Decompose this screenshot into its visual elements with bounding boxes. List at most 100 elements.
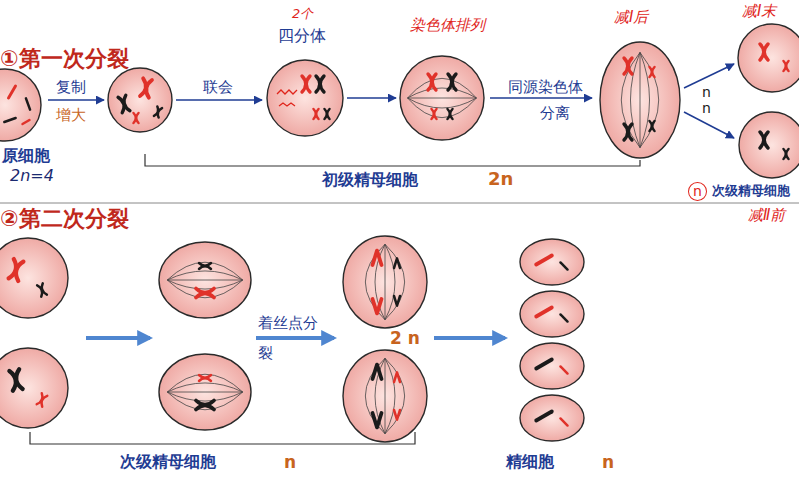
arrow-label: 着丝点分裂 [258,308,322,368]
spindle-fiber [385,358,386,433]
chromatid [196,293,214,297]
chromosome [560,366,567,373]
chromosome [196,401,214,410]
chromosome [536,308,552,317]
chromatid [40,395,48,407]
spindle-fiber [167,392,242,401]
arrow-label: 增大 [56,106,86,124]
chromatid [452,74,456,90]
cell [400,56,484,140]
ploidy-label: n [702,84,711,101]
chromosome [316,76,324,92]
chromosome [760,44,768,60]
spindle-fiber [385,244,386,319]
chromosome [9,369,22,390]
chromosome [624,124,632,140]
arrow [256,336,334,340]
spindle-fiber [167,392,242,410]
section-divider [0,203,799,204]
spindle-fiber [385,244,395,319]
chromatid [536,308,552,317]
chromatid [628,124,632,140]
arrow-label: 复制 [56,78,86,96]
cell [267,60,343,136]
handwritten-mark [279,103,295,106]
chromosome [536,412,552,421]
spindle-fiber [385,244,405,319]
chromatid [4,118,15,122]
chromosome [448,109,453,119]
ploidy-label: n [284,452,296,472]
chromatid [450,109,452,119]
spindle-fiber [621,52,640,147]
section-heading: ①第一次分裂 [0,46,129,72]
chromatid [373,251,382,265]
chromosome [9,86,16,98]
cell-label: 原细胞 [2,146,50,165]
chromatid [536,412,552,421]
chromosome [140,78,152,97]
chromosome [373,413,382,427]
spindle-fiber [640,52,659,147]
chromosome [302,76,310,92]
arrow-label: 同源染色体 [508,78,583,96]
stage-label: 四分体 [278,26,326,45]
chromatid [786,149,788,159]
chromatid [320,76,324,92]
chromosome [784,61,789,71]
chromosome [394,258,400,268]
chromosome [373,251,382,265]
chromatid [306,76,310,92]
cell [520,343,584,389]
chromatid [394,410,400,420]
bracket [30,432,415,444]
arrow [86,336,150,340]
section-heading: ②第二次分裂 [0,206,129,232]
arrow [434,336,505,340]
chromosome [394,372,400,382]
cell [600,42,680,158]
chromatid [23,120,30,124]
chromatid [15,369,23,390]
handwritten-note: 减Ⅰ末 [742,2,776,20]
ploidy-label: 2 n [390,328,420,348]
chromatid [26,98,30,109]
chromatid [199,378,211,381]
chromosome [650,67,655,77]
chromosome [536,256,552,265]
spindle-fiber [408,78,477,98]
chromatid [199,266,211,269]
chromatid [394,372,400,382]
handwritten-note: 2个 [292,6,313,22]
chromatid [394,258,400,268]
chromatid [145,79,152,97]
chromatid [628,58,632,74]
chromatid [373,413,382,427]
handwritten-mark [277,90,297,94]
spindle-fiber [408,98,477,99]
chromosome [624,58,632,74]
chromatid [764,132,768,148]
spindle-fiber [408,88,477,98]
chromosome [536,360,552,369]
cell [159,354,251,430]
ploidy-label: n [602,452,614,472]
chromatid [394,296,400,306]
chromatid [432,74,436,90]
cell [520,239,584,285]
arrow [176,99,262,101]
chromosome [448,74,456,90]
ploidy-label: n [702,100,711,117]
circled-ploidy: n [688,182,707,201]
spindle-fiber [640,52,641,147]
chromosome [432,109,437,119]
chromosome [37,393,48,406]
handwritten-note: 减Ⅰ后 [614,8,648,26]
arrow [347,97,396,99]
bracket [145,154,640,166]
spindle-fiber [408,98,477,118]
chromatid [122,95,130,111]
spindle-fiber [167,280,242,281]
chromatid [316,109,318,119]
